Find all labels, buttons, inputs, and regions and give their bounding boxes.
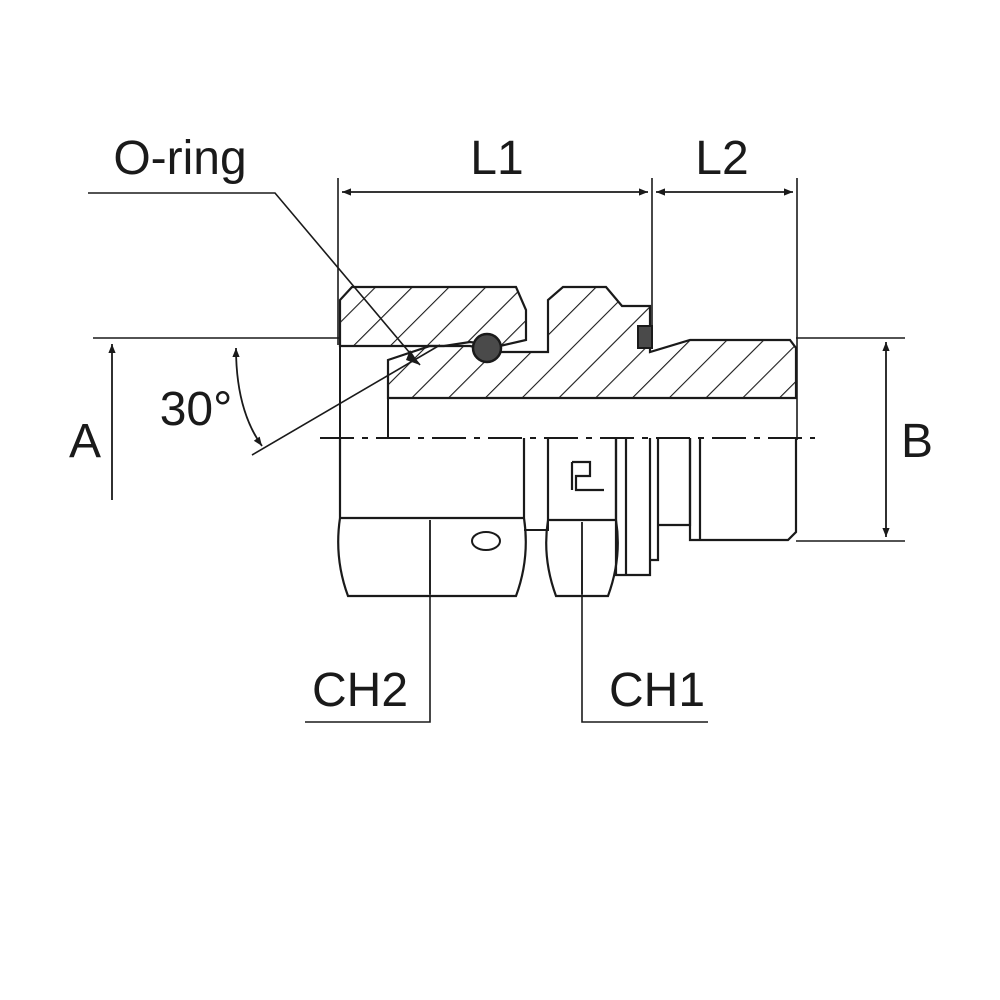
body-collar: [614, 438, 692, 577]
nut-body-gap: [524, 438, 549, 531]
angle-dimension: 30°: [93, 337, 441, 456]
outside-view: [337, 438, 798, 598]
l2-label: L2: [695, 132, 748, 185]
ch2-callout: CH2: [305, 560, 431, 723]
dimension-l1-l2: L1 L2: [337, 132, 798, 440]
l1-label: L1: [470, 132, 523, 185]
nut-hex: [337, 438, 527, 598]
ch1-label: CH1: [609, 664, 705, 717]
section-view: [338, 285, 798, 438]
b-label: B: [901, 415, 933, 468]
ch2-label: CH2: [312, 664, 408, 717]
angle-label: 30°: [160, 383, 233, 436]
nut-bore: [339, 346, 796, 438]
a-label: A: [69, 415, 101, 468]
dimension-a: A: [69, 344, 116, 500]
ch1-callout: CH1: [581, 560, 708, 723]
o-ring: [471, 332, 503, 364]
o-ring-leader: [88, 192, 421, 366]
threaded-stud: [688, 438, 798, 542]
logo-mark: [570, 460, 604, 492]
angle-arc: [232, 347, 263, 447]
o-ring-callout: O-ring: [88, 132, 421, 366]
seal-ring: [637, 325, 653, 349]
o-ring-label: O-ring: [113, 132, 246, 185]
nut-hole: [471, 531, 501, 551]
dimension-b: B: [796, 337, 933, 542]
nut-section: [338, 285, 528, 348]
